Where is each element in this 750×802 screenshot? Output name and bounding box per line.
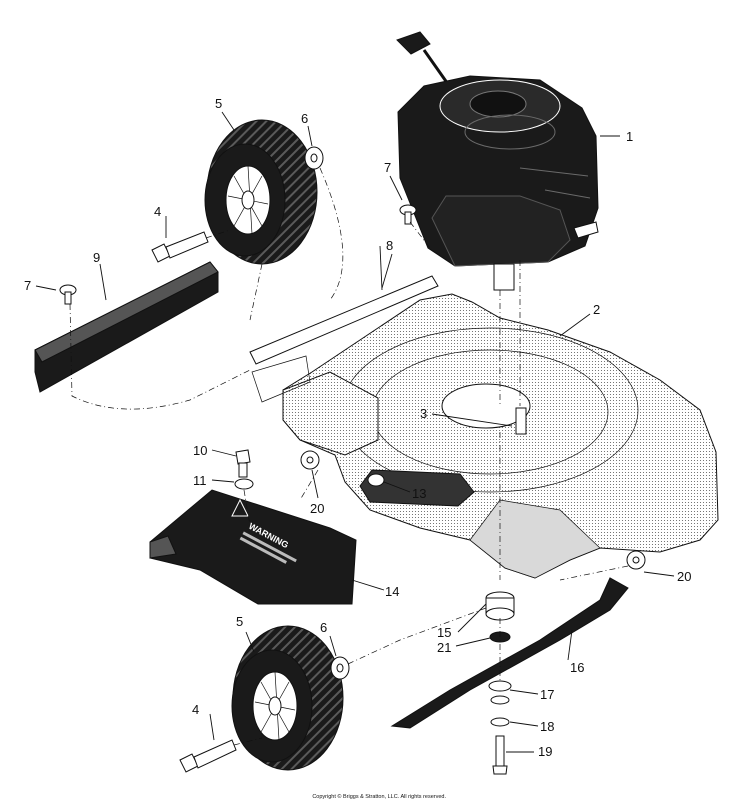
hinge-plate-part	[249, 275, 439, 365]
callout-17: 17	[540, 687, 554, 702]
leader-lines	[35, 111, 675, 753]
callout-15: 15	[437, 625, 451, 640]
callout-4-top: 4	[154, 204, 161, 219]
callout-13: 13	[412, 486, 426, 501]
blade-bolt-part	[492, 735, 508, 775]
callout-14: 14	[385, 584, 399, 599]
bolt-bottom-part	[179, 739, 237, 773]
callout-7-left: 7	[24, 278, 31, 293]
callout-9: 9	[93, 250, 100, 265]
deflector-shield-part: WARNING	[149, 489, 357, 605]
nut-13-part	[367, 473, 385, 487]
callout-5-top: 5	[215, 96, 222, 111]
assembly-lines	[69, 167, 629, 746]
callout-6-top: 6	[301, 111, 308, 126]
hex-bolt-part	[235, 449, 251, 478]
blade-washer-part	[488, 680, 512, 692]
callout-10: 10	[193, 443, 207, 458]
callout-5-bottom: 5	[236, 614, 243, 629]
callout-19: 19	[538, 744, 552, 759]
rear-shield-part	[34, 261, 219, 393]
callout-18: 18	[540, 719, 554, 734]
lock-washer-part	[234, 478, 254, 490]
bolt-top-part	[151, 231, 209, 263]
callout-6-bottom: 6	[320, 620, 327, 635]
callout-11: 11	[193, 473, 207, 488]
wheel-top-part	[204, 119, 318, 265]
callout-4-bottom: 4	[192, 702, 199, 717]
callout-3: 3	[420, 406, 427, 421]
lock-washer-18-part	[490, 717, 510, 727]
callout-7-right: 7	[384, 160, 391, 175]
screw-right-part	[399, 204, 417, 225]
callout-20-right: 20	[677, 569, 691, 584]
callout-labels: 1 2 3 4 5 6 7 8 9 7 10 11 13 14 15 16 17…	[24, 96, 691, 759]
wheel-bottom-part	[231, 625, 344, 771]
callout-8: 8	[386, 238, 393, 253]
blade-part	[390, 577, 629, 729]
screw-left-part	[59, 284, 77, 305]
callout-21: 21	[437, 640, 451, 655]
mower-deck-part	[251, 293, 719, 579]
callout-1: 1	[626, 129, 633, 144]
copyright-notice: Copyright © Briggs & Stratton, LLC. All …	[312, 793, 446, 800]
callout-16: 16	[570, 660, 584, 675]
engine-part	[396, 31, 599, 291]
callout-2: 2	[593, 302, 600, 317]
callout-20-left: 20	[310, 501, 324, 516]
blade-adapter-part	[485, 591, 515, 621]
